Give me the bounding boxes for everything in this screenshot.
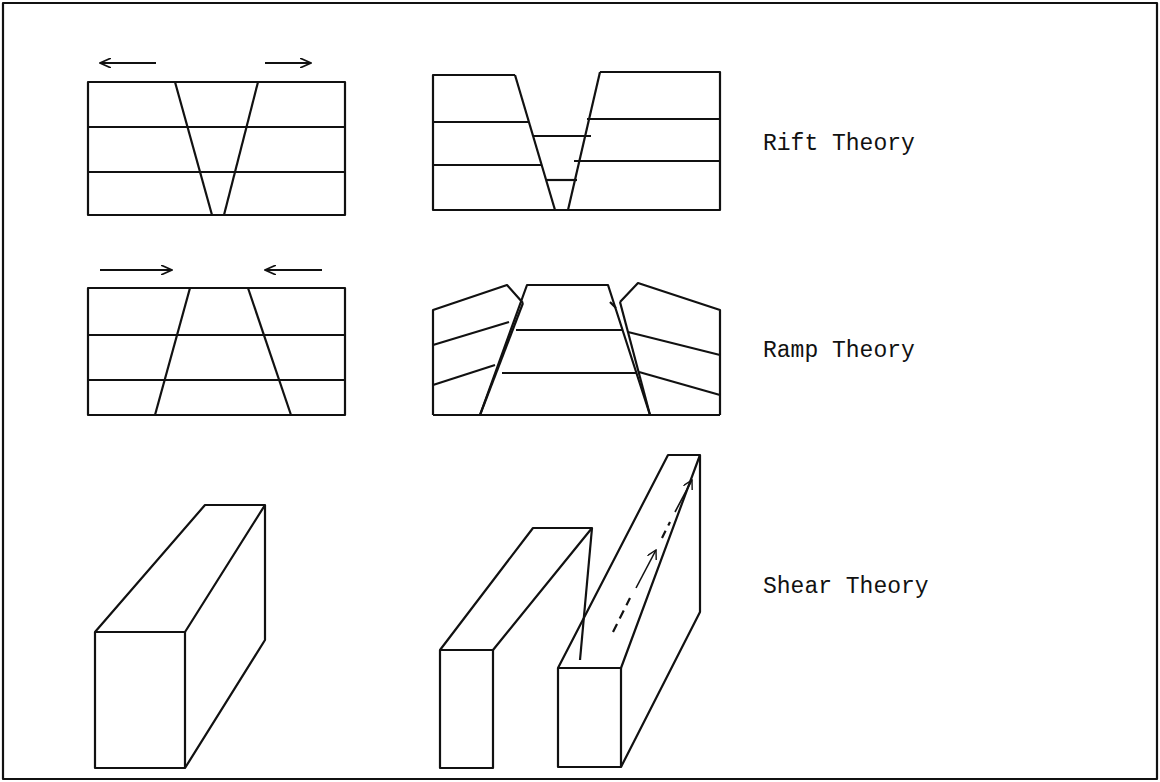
theory-label: Shear Theory xyxy=(763,574,929,602)
ramp-after xyxy=(433,283,720,415)
rift-before xyxy=(88,63,345,215)
shear-after xyxy=(440,455,700,768)
ramp-before xyxy=(88,270,345,415)
shear-before xyxy=(95,505,265,768)
rift-after xyxy=(433,72,720,210)
frame xyxy=(3,3,1157,779)
theory-label: Rift Theory xyxy=(763,131,915,159)
theory-label: Ramp Theory xyxy=(763,338,915,366)
